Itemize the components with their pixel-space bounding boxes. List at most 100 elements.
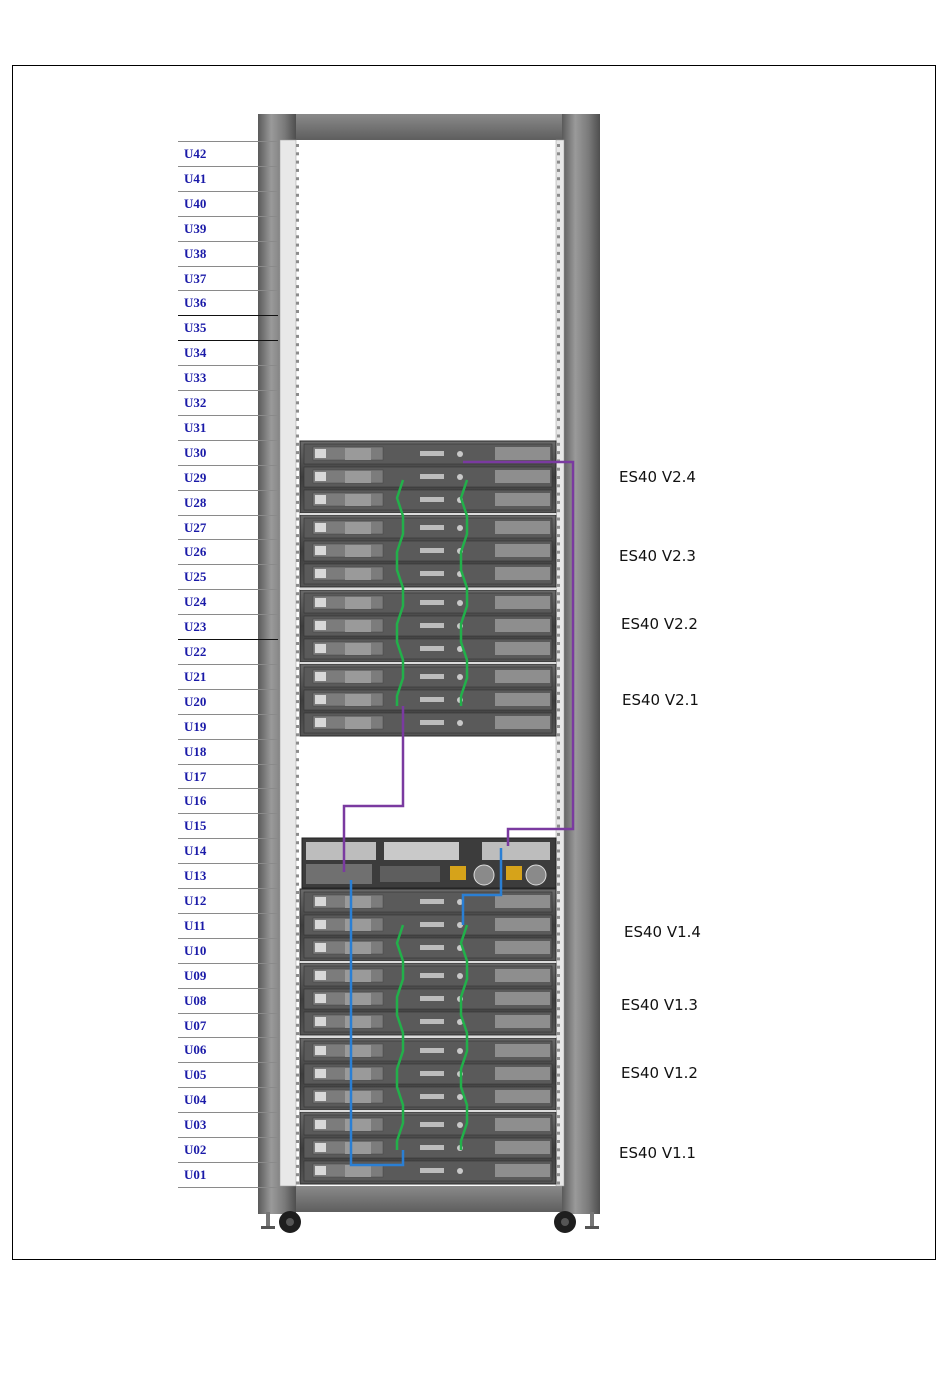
rail-hole	[557, 1107, 560, 1110]
psu-panel	[495, 596, 550, 609]
unit-label: U12	[184, 889, 264, 913]
rail-hole	[557, 476, 560, 479]
unit-label: U09	[184, 964, 264, 988]
rail-hole	[557, 435, 560, 438]
rail-hole	[296, 567, 299, 570]
unit-label: U17	[184, 765, 264, 789]
io-panel	[306, 864, 372, 884]
rail-hole	[296, 791, 299, 794]
vent-grille	[345, 1068, 371, 1080]
rail-hole	[296, 451, 299, 454]
rail-hole	[557, 841, 560, 844]
rail-hole	[557, 493, 560, 496]
unit-label: U22	[184, 640, 264, 664]
rail-hole	[296, 576, 299, 579]
rail-hole	[557, 1090, 560, 1093]
unit-label: U34	[184, 341, 264, 365]
unit-label: U30	[184, 441, 264, 465]
rail-hole	[296, 1099, 299, 1102]
rail-hole	[557, 833, 560, 836]
rail-hole	[557, 1057, 560, 1060]
rail-hole	[296, 219, 299, 222]
vent-grille	[345, 568, 371, 580]
rail-hole	[296, 684, 299, 687]
rail-hole	[296, 235, 299, 238]
rail-hole	[557, 393, 560, 396]
psu-panel	[495, 941, 550, 954]
rail-hole	[296, 277, 299, 280]
rail-hole	[296, 974, 299, 977]
rail-hole	[557, 717, 560, 720]
handle-icon	[315, 1120, 326, 1129]
rail-hole	[296, 634, 299, 637]
rail-hole	[557, 708, 560, 711]
server-gap	[300, 588, 556, 590]
caster-hub	[561, 1218, 569, 1226]
button-icon	[457, 1168, 463, 1174]
rail-hole	[557, 252, 560, 255]
device-label: ES40 V2.2	[621, 615, 698, 633]
psu-panel	[495, 716, 550, 729]
rail-hole	[296, 1148, 299, 1151]
button-icon	[457, 451, 463, 457]
power-connector	[450, 866, 466, 880]
handle-icon	[315, 695, 326, 704]
rail-hole	[296, 617, 299, 620]
rail-hole	[296, 659, 299, 662]
handle-icon	[315, 971, 326, 980]
rail-hole	[557, 949, 560, 952]
server-chassis	[300, 441, 556, 513]
rail-hole	[557, 584, 560, 587]
psu-panel	[495, 670, 550, 683]
device-label: ES40 V1.4	[624, 923, 701, 941]
handle-icon	[315, 621, 326, 630]
server-chassis	[300, 889, 556, 961]
handle-icon	[315, 1046, 326, 1055]
rail-hole	[296, 484, 299, 487]
rail-hole	[557, 343, 560, 346]
rail-hole	[296, 1132, 299, 1135]
unit-label: U04	[184, 1088, 264, 1112]
rail-hole	[557, 1040, 560, 1043]
unit-label: U40	[184, 192, 264, 216]
rail-hole	[557, 318, 560, 321]
unit-label: U08	[184, 989, 264, 1013]
port-block	[420, 922, 444, 927]
handle-icon	[315, 943, 326, 952]
rail-hole	[557, 592, 560, 595]
psu-panel	[495, 1141, 550, 1154]
rail-hole	[557, 850, 560, 853]
rail-hole	[296, 1082, 299, 1085]
vent-grille	[345, 970, 371, 982]
port-block	[420, 646, 444, 651]
psu-panel	[495, 447, 550, 460]
rail-hole	[557, 376, 560, 379]
rail-hole	[296, 161, 299, 164]
rail-hole	[296, 733, 299, 736]
vent-grille	[345, 494, 371, 506]
rail-hole	[296, 1165, 299, 1168]
vent-grille	[345, 471, 371, 483]
rail-hole	[557, 144, 560, 147]
rail-hole	[557, 219, 560, 222]
handle-icon	[315, 1092, 326, 1101]
rail-hole	[296, 601, 299, 604]
rail-hole	[296, 692, 299, 695]
rail-hole	[296, 650, 299, 653]
rail-hole	[296, 244, 299, 247]
vent-grille	[345, 896, 371, 908]
rail-hole	[557, 899, 560, 902]
handle-icon	[315, 897, 326, 906]
rail-hole	[296, 410, 299, 413]
rail-hole	[557, 1123, 560, 1126]
handle-icon	[315, 495, 326, 504]
rail-hole	[296, 1107, 299, 1110]
rail-hole	[557, 401, 560, 404]
rail-hole	[557, 484, 560, 487]
rail-hole	[557, 725, 560, 728]
unit-label: U32	[184, 391, 264, 415]
unit-label: U01	[184, 1163, 264, 1187]
rail-hole	[557, 675, 560, 678]
rail-hole	[296, 459, 299, 462]
unit-label: U25	[184, 565, 264, 589]
